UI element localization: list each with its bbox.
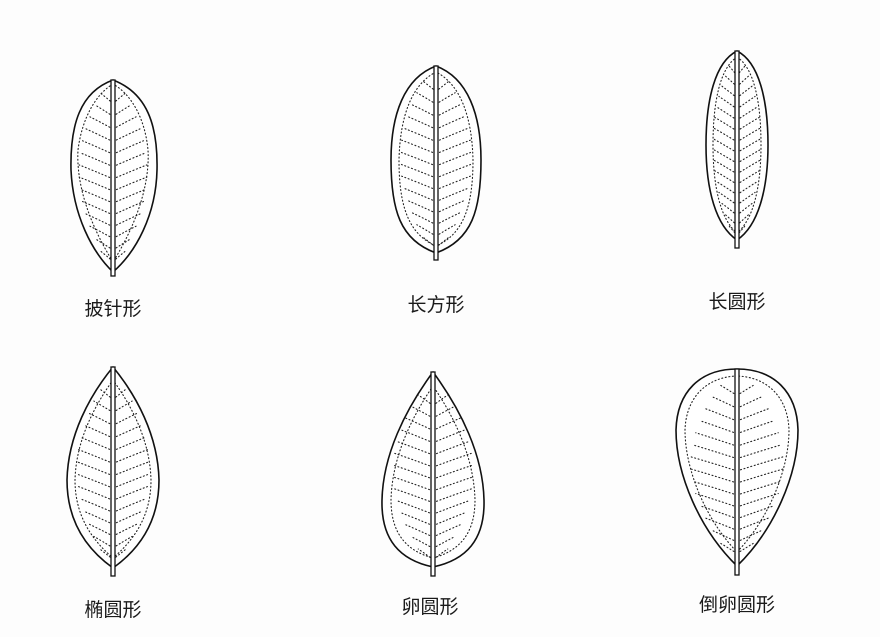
- label-elliptic: 椭圆形: [84, 595, 141, 622]
- leaf-elliptic: [67, 367, 159, 576]
- label-lanceolate: 披针形: [84, 294, 141, 321]
- label-oblong: 长方形: [407, 290, 464, 317]
- leaf-ovate: [382, 372, 484, 576]
- leaf-obovate: [676, 369, 798, 575]
- label-ovate: 卵圆形: [401, 592, 458, 619]
- leaf-lanceolate: [71, 80, 157, 276]
- leaf-long-elliptic: [706, 51, 768, 248]
- label-obovate: 倒卵圆形: [699, 590, 775, 617]
- label-long-elliptic: 长圆形: [708, 287, 765, 314]
- leaf-oblong: [391, 66, 481, 260]
